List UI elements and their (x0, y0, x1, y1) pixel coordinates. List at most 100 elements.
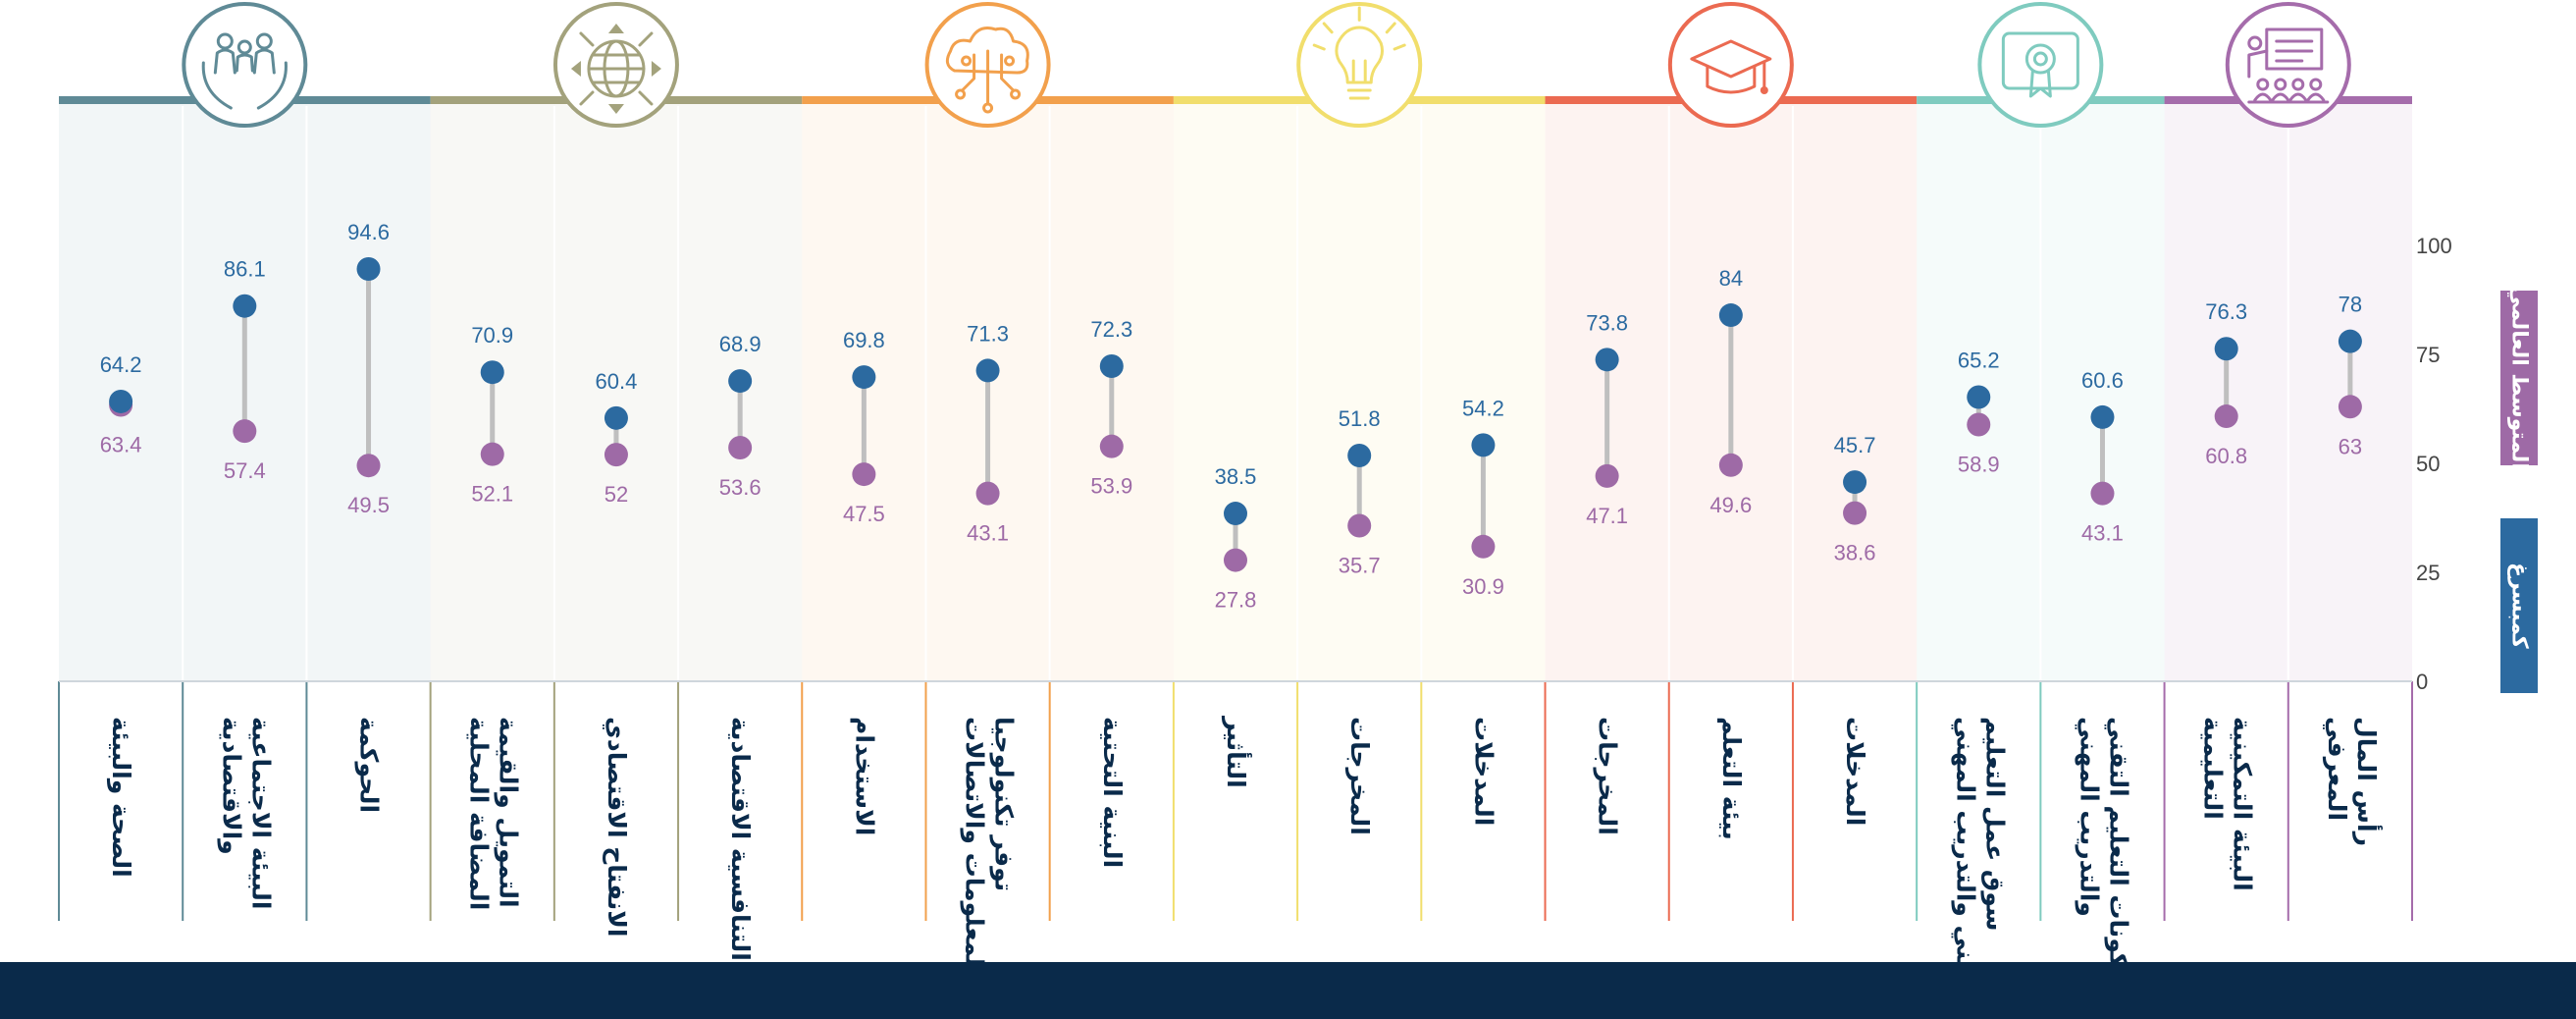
country-point (1224, 502, 1247, 526)
country-point (975, 358, 1000, 383)
country-point (728, 369, 753, 394)
country-point (2338, 329, 2362, 353)
footer-band (0, 962, 2576, 1019)
category-label: المخرجات (1593, 717, 1622, 835)
country-value-label: 54.2 (1462, 396, 1504, 420)
global-average-point (233, 419, 257, 444)
dumbbell-series: 64.263.486.157.494.649.570.952.160.45268… (100, 220, 2362, 613)
country-point (1595, 348, 1619, 372)
global-value-label: 30.9 (1462, 574, 1504, 599)
country-point (480, 360, 504, 385)
global-average-point (2090, 481, 2115, 506)
global-average-point (2214, 404, 2238, 429)
category-label-area: الصحة والبيئة البيئة الاجتماعيةوالاقتصادي… (58, 681, 2413, 1005)
global-value-label: 49.5 (347, 493, 390, 517)
global-average-point (1347, 513, 1372, 538)
country-value-label: 60.4 (596, 369, 638, 394)
category-label: الحوكمة (354, 717, 384, 813)
group-icons (182, 2, 2351, 128)
global-average-point (1843, 501, 1867, 525)
global-average-point (1224, 548, 1247, 572)
y-tick-label: 75 (2416, 343, 2440, 367)
country-point (604, 405, 628, 430)
category-label: التأثير (1221, 715, 1252, 788)
country-value-label: 84 (1719, 266, 1743, 291)
country-value-label: 70.9 (471, 323, 513, 348)
certificate-screen-icon (1977, 2, 2104, 128)
classroom-icon (2225, 2, 2351, 128)
country-value-label: 68.9 (719, 332, 762, 356)
category-label: البنية التحتية (1098, 717, 1127, 868)
country-point (852, 365, 876, 390)
category-label: البيئة التمكينيةالتعليمية (2199, 717, 2257, 891)
global-value-label: 63 (2339, 434, 2362, 458)
global-average-point (1471, 534, 1496, 559)
group-band (1173, 98, 1546, 681)
y-tick-label: 0 (2416, 670, 2428, 694)
category-label: توفر تكنولوجياالمعلومات والاتصالات (960, 717, 1019, 975)
country-value-label: 72.3 (1090, 317, 1132, 342)
global-average-point (1967, 412, 1991, 437)
category-label: البيئة الاجتماعيةوالاقتصادية (216, 717, 275, 909)
category-label: الانفتاح الاقتصادي (602, 717, 631, 937)
country-value-label: 78 (2339, 293, 2362, 317)
country-point (2214, 337, 2238, 361)
global-value-label: 35.7 (1339, 553, 1381, 577)
legend-country: كمبسرغ (2500, 518, 2538, 693)
country-point (233, 294, 257, 318)
cloud-network-icon (924, 2, 1051, 128)
graduation-cap-icon (1667, 2, 1794, 128)
lightbulb-icon (1296, 2, 1423, 128)
country-value-label: 94.6 (347, 220, 390, 244)
community-hands-icon (182, 2, 308, 128)
country-point (109, 389, 133, 413)
global-value-label: 60.8 (2205, 444, 2247, 468)
global-average-point (852, 462, 876, 487)
country-point (1843, 470, 1867, 495)
country-value-label: 60.6 (2081, 368, 2124, 393)
global-average-point (1718, 453, 1743, 477)
category-label: المخرجات (1344, 717, 1374, 835)
column-grid (182, 106, 2289, 681)
global-average-point (975, 481, 1000, 506)
category-label: مكونات التعليم التقنيوالتدريب المهني (2074, 717, 2132, 983)
category-label: المدخلات (1469, 717, 1498, 826)
legend-global-average-label: المتوسط العالمي (2506, 286, 2532, 470)
global-average-point (356, 454, 381, 478)
global-average-point (480, 442, 504, 466)
category-label: الصحة والبيئة (106, 717, 135, 878)
category-label: رأس المالالمعرفي (2322, 717, 2383, 846)
y-tick-label: 25 (2416, 561, 2440, 585)
country-value-label: 86.1 (224, 257, 266, 282)
global-average-point (728, 436, 753, 460)
global-value-label: 53.6 (719, 475, 762, 500)
country-value-label: 38.5 (1215, 464, 1257, 489)
country-value-label: 73.8 (1586, 310, 1628, 335)
global-average-point (604, 443, 628, 467)
global-value-label: 43.1 (967, 521, 1009, 546)
legend-country-label: كمبسرغ (2506, 563, 2532, 649)
global-value-label: 63.4 (100, 433, 142, 457)
country-value-label: 64.2 (100, 352, 142, 377)
category-label: التنافسية الاقتصادية (726, 717, 755, 961)
global-value-label: 47.5 (843, 502, 885, 526)
global-value-label: 47.1 (1586, 504, 1628, 528)
country-point (1099, 353, 1124, 378)
globe-arrows-icon (552, 2, 679, 128)
global-value-label: 53.9 (1090, 474, 1132, 499)
y-tick-label: 100 (2416, 234, 2452, 258)
global-value-label: 57.4 (224, 458, 266, 483)
country-value-label: 71.3 (967, 321, 1009, 346)
country-value-label: 65.2 (1958, 349, 2000, 373)
country-point (2090, 404, 2115, 429)
country-value-label: 45.7 (1834, 433, 1876, 457)
category-label: التمويل والقيمةالمضافة المحلية (465, 717, 523, 910)
global-value-label: 27.8 (1215, 588, 1257, 613)
legend-global-average: المتوسط العالمي (2500, 286, 2538, 470)
country-point (356, 256, 381, 281)
category-label: بيئة التعلم (1717, 717, 1746, 840)
category-label: سوق عمل التعليمالتقني والتدريب المهني (1950, 717, 2009, 1005)
global-average-point (1099, 434, 1124, 458)
